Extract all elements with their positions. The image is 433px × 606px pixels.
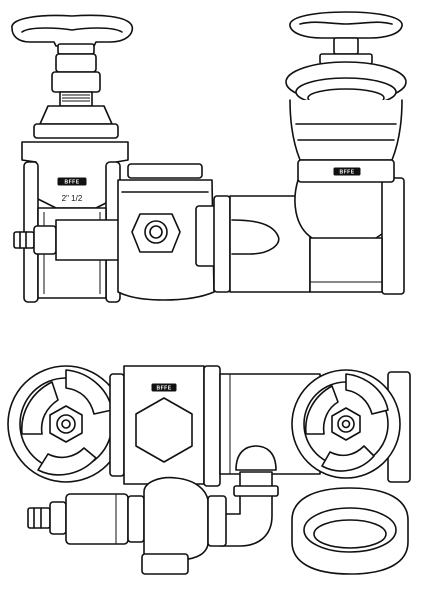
bottom-view-assembly: BFFE: [8, 366, 410, 574]
right-handwheel: [292, 370, 400, 478]
top-view-assembly: BFFE 2" 1/2: [12, 12, 406, 302]
brand-tag-text: BFFE: [156, 386, 171, 392]
gate-valve-handwheel: [12, 15, 132, 54]
central-strainer-body: [118, 164, 216, 300]
outlet-valve-top: BFFE: [286, 12, 406, 182]
brand-tag-text: BFFE: [339, 170, 354, 176]
drain-elbow: [220, 446, 278, 546]
bottom-central-body: BFFE: [110, 366, 220, 486]
top-tee-pipe: [214, 178, 404, 294]
gate-valve-stem: [34, 54, 118, 138]
brand-tag-text: BFFE: [64, 180, 79, 186]
brand-tag: [152, 384, 176, 391]
brand-tag: [334, 168, 360, 175]
bottom-check-valve: [28, 478, 226, 574]
valve-size-label: 2" 1/2: [62, 194, 83, 203]
outlet-coupling-bottom: [292, 488, 408, 574]
left-handwheel: [8, 366, 124, 482]
brand-tag: [58, 178, 86, 185]
